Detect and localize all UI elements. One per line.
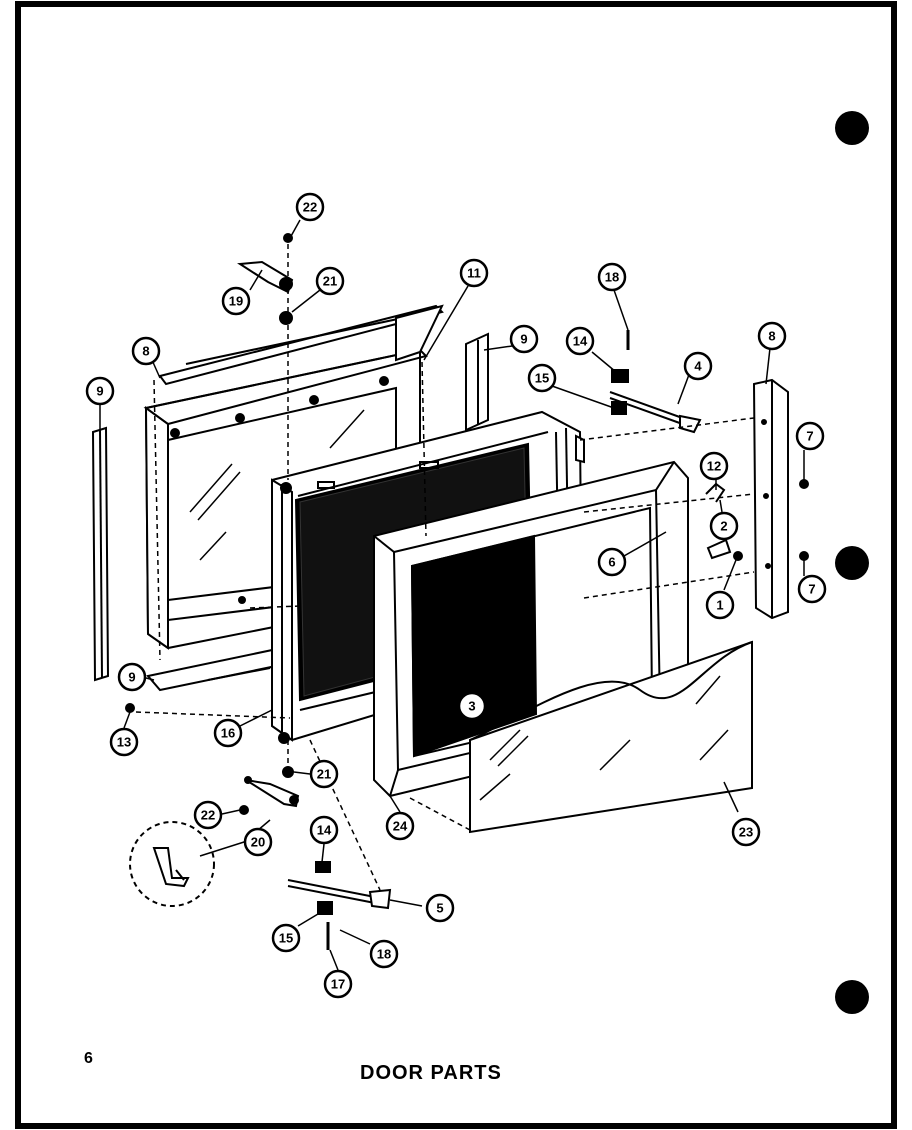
svg-text:24: 24 bbox=[393, 819, 408, 834]
center-vertical-trim-strip bbox=[465, 332, 489, 432]
callout-17: 17 bbox=[323, 969, 353, 999]
svg-text:21: 21 bbox=[317, 767, 331, 782]
hinge-screw-top bbox=[283, 233, 293, 243]
callout-19: 19 bbox=[221, 286, 251, 316]
svg-text:8: 8 bbox=[142, 344, 149, 359]
svg-text:5: 5 bbox=[436, 901, 443, 916]
svg-text:12: 12 bbox=[707, 459, 721, 474]
svg-text:22: 22 bbox=[303, 200, 317, 215]
svg-text:17: 17 bbox=[331, 977, 345, 992]
callout-16: 16 bbox=[213, 718, 243, 748]
hinge-screw-bottom bbox=[239, 805, 249, 815]
svg-text:11: 11 bbox=[467, 266, 481, 281]
callout-8-right: 8 bbox=[757, 321, 787, 351]
svg-text:22: 22 bbox=[201, 808, 215, 823]
svg-text:2: 2 bbox=[720, 519, 727, 534]
callout-14-bottom: 14 bbox=[309, 815, 339, 845]
svg-text:15: 15 bbox=[535, 371, 549, 386]
screw-3 bbox=[437, 705, 447, 715]
screw-7-upper bbox=[799, 479, 809, 489]
callout-6: 6 bbox=[597, 547, 627, 577]
screw-7-lower bbox=[799, 551, 809, 561]
svg-text:21: 21 bbox=[323, 274, 337, 289]
svg-text:14: 14 bbox=[317, 823, 332, 838]
svg-text:20: 20 bbox=[251, 835, 265, 850]
svg-text:9: 9 bbox=[520, 332, 527, 347]
page-number: 6 bbox=[84, 1050, 93, 1067]
callout-20: 20 bbox=[243, 827, 273, 857]
glass-pane bbox=[469, 640, 753, 834]
svg-text:9: 9 bbox=[96, 384, 103, 399]
bottom-door-stop-bar bbox=[287, 861, 392, 950]
callout-15-bottom: 15 bbox=[271, 923, 301, 953]
page-title: DOOR PARTS bbox=[360, 1062, 502, 1084]
svg-text:7: 7 bbox=[808, 582, 815, 597]
callout-21-bottom: 21 bbox=[309, 759, 339, 789]
svg-text:16: 16 bbox=[221, 726, 235, 741]
callout-9-center: 9 bbox=[509, 324, 539, 354]
svg-text:7: 7 bbox=[806, 429, 813, 444]
svg-text:13: 13 bbox=[117, 735, 131, 750]
callout-7-upper: 7 bbox=[795, 421, 825, 451]
callout-21-top: 21 bbox=[315, 266, 345, 296]
top-hinge bbox=[237, 260, 294, 294]
callout-24: 24 bbox=[385, 811, 415, 841]
callout-8-top: 8 bbox=[131, 336, 161, 366]
bottom-hinge bbox=[244, 776, 300, 808]
svg-text:19: 19 bbox=[229, 294, 243, 309]
svg-text:9: 9 bbox=[128, 670, 135, 685]
svg-text:18: 18 bbox=[605, 270, 619, 285]
svg-text:1: 1 bbox=[716, 598, 723, 613]
latch-parts bbox=[705, 482, 743, 561]
callout-18-bottom: 18 bbox=[369, 939, 399, 969]
assembly-alignment-lines bbox=[135, 244, 755, 891]
callout-15-top: 15 bbox=[527, 363, 557, 393]
callout-3: 3 bbox=[457, 691, 487, 721]
svg-text:6: 6 bbox=[608, 555, 615, 570]
callout-22-top: 22 bbox=[295, 192, 325, 222]
svg-text:23: 23 bbox=[739, 825, 753, 840]
svg-text:4: 4 bbox=[694, 359, 702, 374]
page-border bbox=[15, 1, 897, 1129]
callout-22-bottom: 22 bbox=[193, 800, 223, 830]
screw-13 bbox=[125, 703, 135, 713]
callout-23: 23 bbox=[731, 817, 761, 847]
callout-5: 5 bbox=[425, 893, 455, 923]
binder-hole-top bbox=[835, 111, 869, 145]
callout-9-bottom: 9 bbox=[117, 662, 147, 692]
svg-text:3: 3 bbox=[468, 699, 475, 714]
callout-7-lower: 7 bbox=[797, 574, 827, 604]
svg-text:18: 18 bbox=[377, 947, 391, 962]
callout-13: 13 bbox=[109, 727, 139, 757]
callout-14-top: 14 bbox=[565, 326, 595, 356]
binder-hole-bottom bbox=[835, 980, 869, 1014]
callout-1: 1 bbox=[705, 590, 735, 620]
callout-4: 4 bbox=[683, 351, 713, 381]
binder-hole-middle bbox=[835, 546, 869, 580]
left-vertical-trim-strip bbox=[91, 426, 110, 682]
svg-text:14: 14 bbox=[573, 334, 588, 349]
callout-11: 11 bbox=[459, 258, 489, 288]
right-vertical-trim-strip bbox=[752, 378, 789, 620]
svg-text:15: 15 bbox=[279, 931, 293, 946]
callout-2: 2 bbox=[709, 511, 739, 541]
hinge-bushing-top bbox=[279, 311, 293, 325]
hinge-detail-view bbox=[129, 821, 215, 907]
top-horizontal-trim-strip bbox=[158, 304, 444, 386]
svg-text:8: 8 bbox=[768, 329, 775, 344]
callout-18-top: 18 bbox=[597, 262, 627, 292]
callout-12: 12 bbox=[699, 451, 729, 481]
callout-9-left: 9 bbox=[85, 376, 115, 406]
